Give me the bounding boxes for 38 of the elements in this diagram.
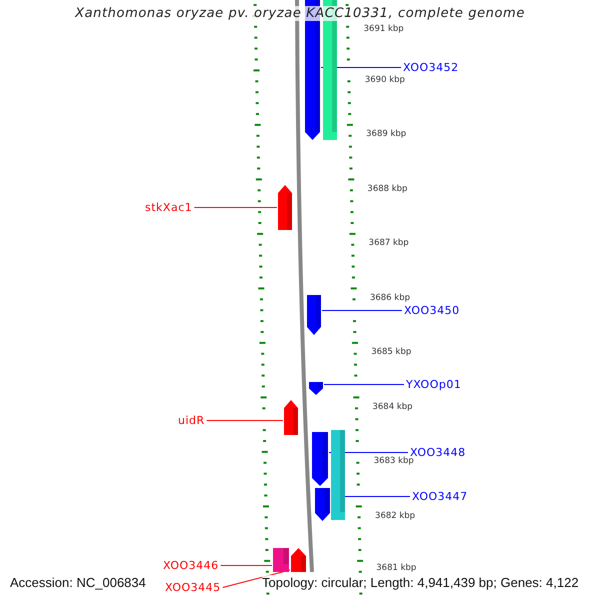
position-label: 3686 kbp [370,293,410,303]
gene-bar [331,430,345,520]
leader-line [206,420,284,421]
gene-label: XOO3446 [163,559,219,572]
gene-feature [309,382,323,395]
position-label: 3688 kbp [367,184,408,194]
leader-line [194,207,278,208]
leader-line [322,310,402,311]
genome-info: Topology: circular; Length: 4,941,439 bp; Genes: 4,122 [262,575,579,590]
gene-bar [273,548,289,572]
gene-label: stkXac1 [145,201,192,214]
leader-line [324,384,404,385]
position-label: 3684 kbp [372,402,413,412]
gene-feature [291,548,306,572]
gene-feature [312,432,328,486]
gene-feature [284,400,298,435]
gene-label: XOO3452 [403,61,459,74]
gene-label: XOO3445 [165,581,221,594]
map-title: Xanthomonas oryzae pv. oryzae KACC10331, complete genome [75,6,525,21]
leader-line [222,570,290,588]
gene-label: YXOOp01 [406,378,462,391]
position-label: 3685 kbp [371,347,412,357]
gene-feature [278,185,292,230]
position-label: 3682 kbp [375,511,416,521]
position-label: 3687 kbp [368,238,409,248]
gene-label: XOO3450 [404,304,460,317]
position-label: 3690 kbp [364,75,405,85]
gene-feature [315,488,330,521]
gene-label: XOO3448 [410,446,466,459]
leader-line [220,565,272,566]
genome-info: Accession: NC_006834 [10,575,146,590]
gene-feature [307,295,321,335]
position-label: 3683 kbp [374,456,414,466]
position-label: 3681 kbp [376,563,416,573]
gene-label: XOO3447 [412,490,468,503]
position-label: 3691 kbp [364,24,404,34]
gene-label: uidR [178,414,205,427]
position-label: 3689 kbp [366,129,406,139]
